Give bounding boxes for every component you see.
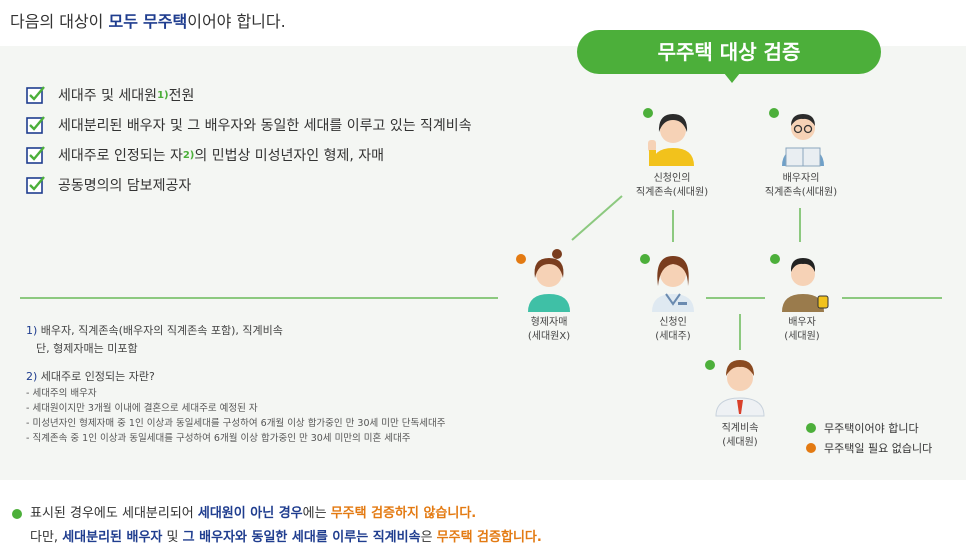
bottom-emph: 무주택 검증합니다.	[436, 530, 542, 545]
bullet-dot	[12, 508, 22, 519]
label-line1: 형제자매	[530, 317, 568, 328]
label-line1: 직계비속	[721, 423, 759, 434]
bottom-text: 에는	[302, 506, 331, 521]
intro-bold-all: 모두	[108, 12, 138, 31]
line-parent-sibling	[571, 195, 623, 241]
footnote-ref: 1)	[157, 89, 169, 101]
label-line1: 신청인의	[653, 173, 691, 184]
bottom-emph: 세대원이 아닌 경우	[197, 506, 303, 521]
checkbox-icon	[26, 116, 45, 134]
label-line2: (세대원)	[784, 331, 820, 342]
child-figure-icon	[715, 360, 765, 417]
check-text-tail: 의 민법상 미성년자인 형제, 자매	[194, 148, 385, 164]
footnote-1: 1) 배우자, 직계존속(배우자의 직계존속 포함), 직계비속	[26, 322, 445, 340]
label-line1: 신청인	[659, 317, 687, 328]
verification-badge: 무주택 대상 검증	[577, 30, 881, 74]
bottom-emph: 세대분리된 배우자	[62, 530, 163, 545]
footnote-2-item: - 세대주의 배우자	[26, 388, 97, 399]
bottom-emph: 그 배우자와 동일한 세대를 이루는 직계비속	[182, 530, 421, 545]
applicant-parent-label: 신청인의 직계존속(세대원)	[627, 172, 717, 200]
bottom-line-1: 표시된 경우에도 세대분리되어 세대원이 아닌 경우에는 무주택 검증하지 않습…	[12, 502, 542, 526]
child-label: 직계비속 (세대원)	[695, 422, 785, 450]
checkbox-icon	[26, 146, 45, 164]
status-dot-green	[705, 360, 715, 370]
footnote-1-num: 1)	[26, 324, 38, 337]
label-line2: (세대원X)	[527, 331, 571, 342]
label-line1: 배우자의	[782, 173, 820, 184]
label-line2: 직계존속(세대원)	[635, 187, 709, 198]
check-item: 세대분리된 배우자 및 그 배우자와 동일한 세대를 이루고 있는 직계비속	[26, 110, 472, 140]
applicant-figure-icon	[652, 256, 694, 312]
footnote-2: 2) 세대주로 인정되는 자란?	[26, 368, 445, 386]
check-item: 공동명의의 담보제공자	[26, 170, 472, 200]
status-dot-orange	[516, 254, 526, 264]
check-text: 세대주로 인정되는 자	[58, 148, 183, 164]
intro-text: 다음의 대상이 모두 무주택이어야 합니다.	[10, 8, 286, 32]
legend-dot-green	[806, 423, 816, 433]
footnote-2-num: 2)	[26, 370, 38, 383]
legend-text: 무주택이어야 합니다	[824, 422, 919, 435]
checkbox-icon	[26, 176, 45, 194]
footnote-1-line1: 배우자, 직계존속(배우자의 직계존속 포함), 직계비속	[37, 324, 283, 337]
spouse-figure-icon	[782, 258, 829, 312]
applicant-label: 신청인 (세대주)	[628, 316, 718, 344]
bottom-text: 은	[420, 530, 437, 545]
status-dot-green	[643, 108, 653, 118]
spouse-label: 배우자 (세대원)	[757, 316, 847, 344]
footnote-2-item: - 세대원이지만 3개월 이내에 결혼으로 세대주로 예정된 자	[26, 403, 258, 414]
sibling-figure-icon	[528, 249, 570, 312]
bottom-text: 및	[162, 530, 183, 545]
footnote-1-line2: 단, 형제자매는 미포함	[36, 342, 138, 355]
footnote-2-item: - 직계존속 중 1인 이상과 동일세대를 구성하여 6개월 이상 합가중인 만…	[26, 433, 411, 444]
intro-post: 이어야 합니다.	[187, 12, 286, 31]
label-line1: 배우자	[788, 317, 816, 328]
bottom-emph: 무주택 검증하지 않습니다.	[330, 506, 477, 521]
badge-tail	[724, 73, 740, 83]
legend-item-green: 무주택이어야 합니다	[806, 418, 932, 438]
bottom-text: 다만,	[30, 530, 63, 545]
label-line2: (세대원)	[722, 437, 758, 448]
check-text: 세대분리된 배우자 및 그 배우자와 동일한 세대를 이루고 있는 직계비속	[58, 118, 472, 134]
applicant-parent-figure-icon	[648, 114, 694, 166]
legend-text: 무주택일 필요 없습니다	[824, 442, 933, 455]
label-line2: 직계존속(세대원)	[764, 187, 838, 198]
sibling-label: 형제자매 (세대원X)	[504, 316, 594, 344]
footnote-2-item: - 미성년자인 형제자매 중 1인 이상과 동일세대를 구성하여 6개월 이상 …	[26, 418, 446, 429]
check-text: 세대주 및 세대원	[58, 88, 158, 104]
spouse-parent-label: 배우자의 직계존속(세대원)	[756, 172, 846, 200]
spouse-parent-figure-icon	[782, 114, 824, 167]
legend-item-orange: 무주택일 필요 없습니다	[806, 438, 932, 458]
footnote-2-title: 세대주로 인정되는 자란?	[37, 370, 155, 383]
status-dot-green	[640, 254, 650, 264]
bottom-notice: 표시된 경우에도 세대분리되어 세대원이 아닌 경우에는 무주택 검증하지 않습…	[12, 502, 542, 550]
check-text-tail: 전원	[168, 88, 195, 104]
bottom-text: 표시된 경우에도 세대분리되어	[30, 506, 198, 521]
checkbox-icon	[26, 86, 45, 104]
check-text: 공동명의의 담보제공자	[58, 178, 192, 194]
legend-dot-orange	[806, 443, 816, 453]
status-dot-green	[769, 108, 779, 118]
bottom-line-2: 다만, 세대분리된 배우자 및 그 배우자와 동일한 세대를 이루는 직계비속은…	[12, 526, 542, 550]
footnote-ref: 2)	[182, 149, 195, 161]
status-dot-green	[770, 254, 780, 264]
intro-pre: 다음의 대상이	[10, 12, 109, 31]
intro-bold-nohouse: 무주택	[143, 12, 188, 31]
legend: 무주택이어야 합니다 무주택일 필요 없습니다	[806, 418, 932, 458]
label-line2: (세대주)	[655, 331, 691, 342]
footnotes: 1) 배우자, 직계존속(배우자의 직계존속 포함), 직계비속 단, 형제자매…	[26, 322, 445, 446]
